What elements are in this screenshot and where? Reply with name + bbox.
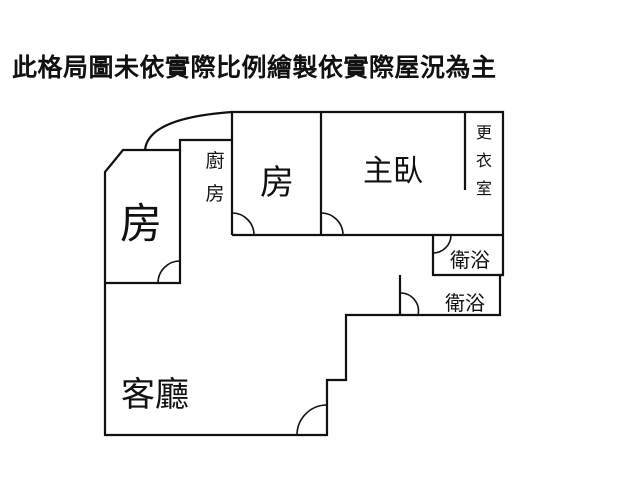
label-bathroom-2: 衛浴 [445, 291, 485, 315]
label-closet-line3: 室 [476, 179, 492, 198]
door-master-bedroom [320, 212, 344, 236]
door-living-room [296, 404, 328, 436]
label-bedroom-left: 房 [120, 199, 162, 248]
label-kitchen-line1: 廚 [205, 149, 224, 172]
door-bathroom-1 [432, 234, 452, 254]
curved-wall [143, 110, 233, 151]
label-closet-line2: 衣 [476, 151, 492, 170]
label-living-room: 客廳 [121, 375, 189, 415]
door-left-bedroom [157, 260, 181, 284]
label-bedroom-middle: 房 [260, 163, 294, 203]
door-middle-bedroom [231, 212, 255, 236]
label-bathroom-1: 衛浴 [450, 248, 490, 272]
label-closet-line1: 更 [476, 123, 492, 142]
door-bathroom-2 [399, 292, 420, 316]
disclaimer-title: 此格局圖未依實際比例繪製依實際屋況為主 [12, 53, 497, 82]
label-kitchen-line2: 房 [205, 183, 224, 205]
outer-wall [103, 110, 505, 437]
label-master-bedroom: 主臥 [363, 154, 423, 189]
